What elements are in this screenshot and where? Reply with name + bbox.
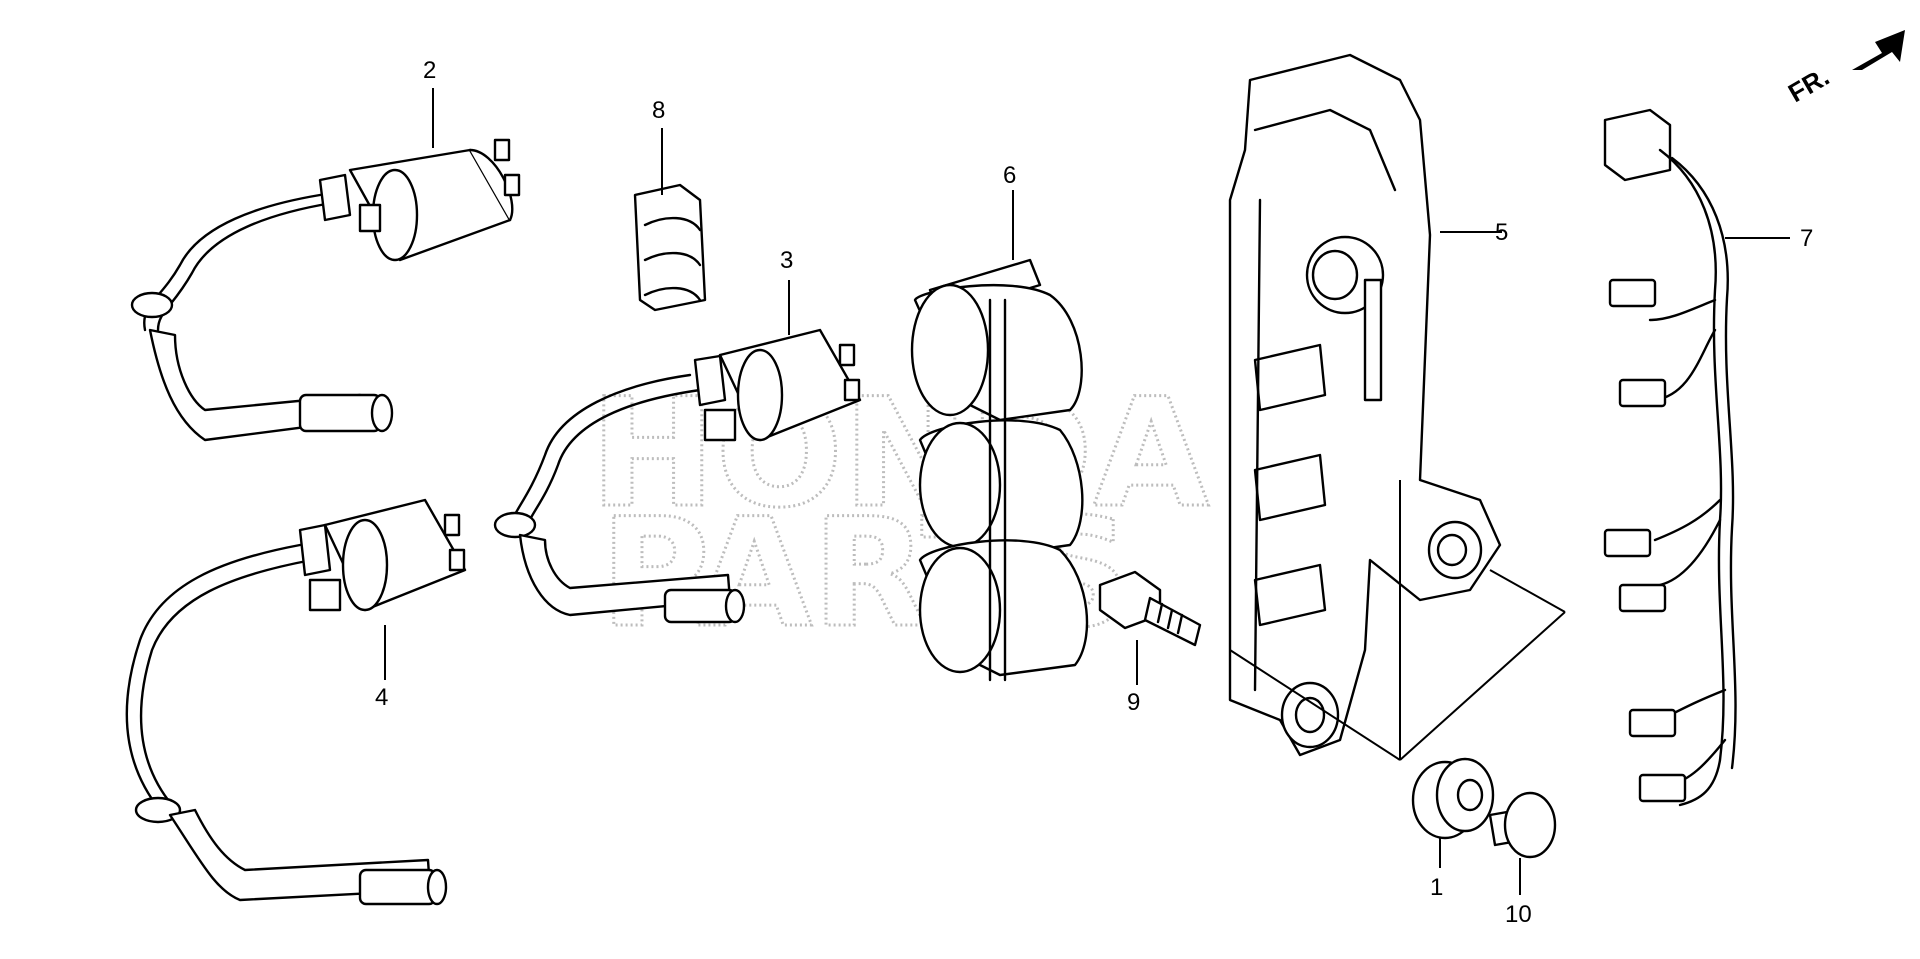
callout-8: 8 (652, 97, 665, 124)
callout-4: 4 (375, 684, 388, 711)
callout-5: 5 (1495, 219, 1508, 246)
part-ignition-coil-4[interactable] (125, 498, 467, 906)
orientation-label: FR. (1783, 61, 1834, 108)
callout-6: 6 (1003, 162, 1016, 189)
part-clamp-8[interactable] (633, 183, 707, 312)
part-collar-10[interactable] (1488, 791, 1557, 859)
part-bolt-9[interactable] (1098, 570, 1202, 647)
orientation-indicator: FR. (1783, 30, 1905, 108)
part-ignition-coil-3[interactable] (493, 328, 862, 624)
callout-9: 9 (1127, 689, 1140, 716)
leader-lines (384, 88, 1790, 895)
part-coil-holder-6[interactable] (910, 258, 1089, 682)
watermark-line-1: HONDA (590, 367, 1209, 541)
part-grommet-1[interactable] (1411, 757, 1495, 840)
callout-10: 10 (1505, 901, 1532, 928)
callouts: 2 8 3 4 6 9 5 7 1 10 (375, 57, 1813, 928)
part-bracket-5[interactable] (1228, 53, 1502, 757)
part-wire-harness-7[interactable] (1603, 108, 1737, 807)
callout-7: 7 (1800, 225, 1813, 252)
arrow-right-up-icon (1852, 30, 1905, 70)
callout-1: 1 (1430, 874, 1443, 901)
callout-2: 2 (423, 57, 436, 84)
part-ignition-coil-2[interactable] (130, 138, 521, 442)
callout-3: 3 (780, 247, 793, 274)
